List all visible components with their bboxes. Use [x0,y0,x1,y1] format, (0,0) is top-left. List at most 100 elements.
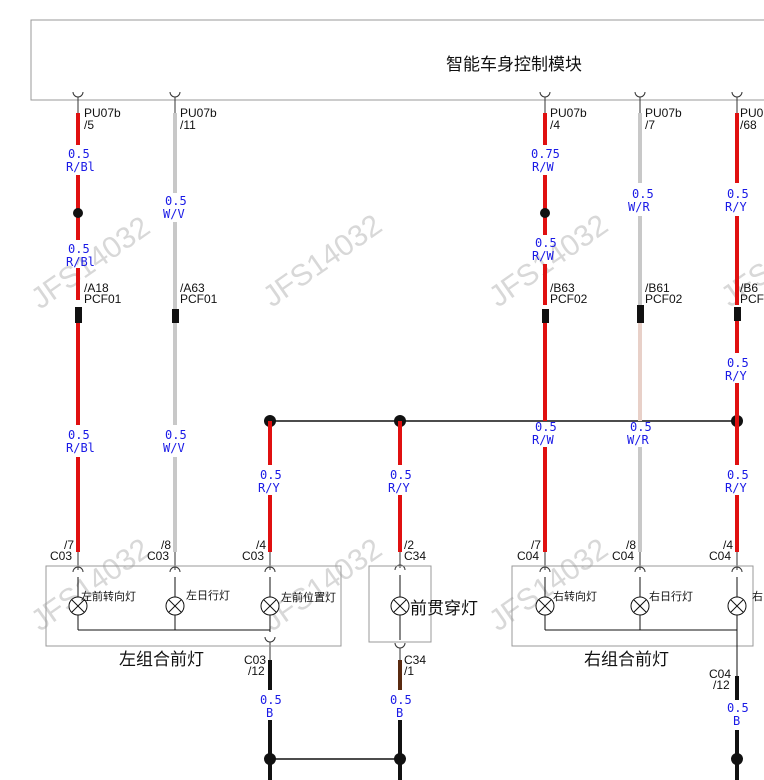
lamp-label: 右日行灯 [649,589,693,603]
pin-number: /7 [531,538,541,552]
pin-number: /4 [723,538,733,552]
pin-number: /8 [626,538,636,552]
wire-size: 0.5 [535,236,557,250]
wire-right-position: PU0 /68 0.5 R/Y /B6 PCF 0.5 R/Y 0.5 R/Y … [709,91,764,780]
watermark: JFS14032 [257,532,388,637]
wire-color: R/Bl [66,160,95,174]
wire-color: R/W [532,160,554,174]
wire-size: 0.5 [68,242,90,256]
wire-color: R/Y [725,369,747,383]
pin-conn: PU07b [550,106,587,120]
wire-color: B [396,706,403,720]
wire-size: 0.5 [630,420,652,434]
wire-size: 0.5 [390,693,412,707]
pin-conn: PCF01 [84,292,122,306]
wire-size: 0.5 [727,356,749,370]
pin-number: /7 [645,118,655,132]
lamp-label: 左前位置灯 [281,590,336,604]
pin-number: /A63 [180,281,205,295]
wire-size: 0.75 [531,147,560,161]
wire-size: 0.5 [165,194,187,208]
wire-front-light-bar: 0.5 R/Y /2 C34 C34 /1 0.5 B [388,421,426,780]
wire-color: R/Bl [66,255,95,269]
assembly-title: 左组合前灯 [119,650,204,670]
pin-number: /11 [180,118,196,132]
pin-number: /5 [84,118,94,132]
body-control-module-box [30,19,764,101]
wire-size: 0.5 [165,428,187,442]
wire-color: R/W [532,249,554,263]
assembly-title: 右组合前灯 [584,650,669,670]
lamp-icon [165,596,185,616]
lamp-icon [727,596,747,616]
pin-number: /B6 [740,281,758,295]
pin-number: /12 [248,664,265,678]
pin-conn: PU0 [740,106,764,120]
wire-size: 0.5 [535,420,557,434]
pin-conn: C04 [517,549,539,563]
pin-conn: C34 [404,653,426,667]
pin-conn: PU07b [645,106,682,120]
module-title: 智能车身控制模块 [446,55,582,75]
pin-number: /2 [404,538,414,552]
pin-conn: C04 [709,549,731,563]
pin-conn: PCF02 [645,292,683,306]
pin-number: /12 [713,678,730,692]
pin-number: /4 [550,118,560,132]
pin-conn: PU07b [180,106,217,120]
wire-size: 0.5 [727,701,749,715]
lamp-icon [390,596,410,616]
watermark: JFS14032 [257,208,388,313]
wire-size: 0.5 [260,693,282,707]
lamp-label: 左日行灯 [186,589,230,602]
lamp-icon [535,596,555,616]
wire-size: 0.5 [390,468,412,482]
pin-number: /1 [404,664,414,678]
assembly-title: 前贯穿灯 [410,599,478,619]
pin-conn: PCF [740,292,764,306]
wire-right-turn: PU07b /4 0.75 R/W 0.5 R/W /B63 PCF02 0.5… [517,91,588,573]
wire-left-drl: PU07b /11 0.5 W/V /A63 PCF01 0.5 W/V /8 … [147,91,218,573]
pin-number: /8 [161,538,171,552]
lamp-icon [630,596,650,616]
pin-conn: C04 [709,667,731,681]
lamp-icon [68,596,88,616]
watermark: JFS14032 [25,532,156,637]
pin-conn: C04 [612,549,634,563]
wire-color: W/R [627,433,649,447]
wire-color: R/Y [725,481,747,495]
right-headlamp-assembly: 右转向灯 右日行灯 右 右组合前灯 [511,565,763,676]
wire-size: 0.5 [68,428,90,442]
wire-size: 0.5 [68,147,90,161]
wire-color: R/Y [388,481,410,495]
pin-number: /7 [64,538,74,552]
wire-color: B [733,714,740,728]
front-light-bar-assembly: 前贯穿灯 [368,565,478,643]
pin-conn: C03 [50,549,72,563]
pin-number: /A18 [84,281,109,295]
pin-conn: C03 [244,653,266,667]
wire-color: R/Y [258,481,280,495]
pin-number: /B61 [645,281,670,295]
pin-conn: PCF01 [180,292,218,306]
pin-conn: C34 [404,549,426,563]
wire-left-turn: PU07b /5 0.5 R/Bl 0.5 R/Bl /A18 PCF01 0.… [50,91,122,573]
wire-right-drl: PU07b /7 0.5 W/R /B61 PCF02 0.5 W/R /8 C… [612,91,683,573]
watermark: JFS14032 [483,532,614,637]
wire-size: 0.5 [727,187,749,201]
lamp-label: 右转向灯 [553,589,597,603]
lamp-icon [260,596,280,616]
wire-color: R/W [532,433,554,447]
wire-size: 0.5 [727,468,749,482]
pin-number: /B63 [550,281,575,295]
wire-left-position: 0.5 R/Y /4 C03 C03 /12 0.5 B [242,421,282,780]
wire-color: R/Y [725,200,747,214]
wire-color: W/V [163,441,185,455]
pin-number: /4 [256,538,266,552]
lamp-label: 左前转向灯 [81,589,136,603]
pin-number: /68 [740,118,757,132]
pin-conn: C03 [147,549,169,563]
pin-conn: C03 [242,549,264,563]
pin-conn: PU07b [84,106,121,120]
